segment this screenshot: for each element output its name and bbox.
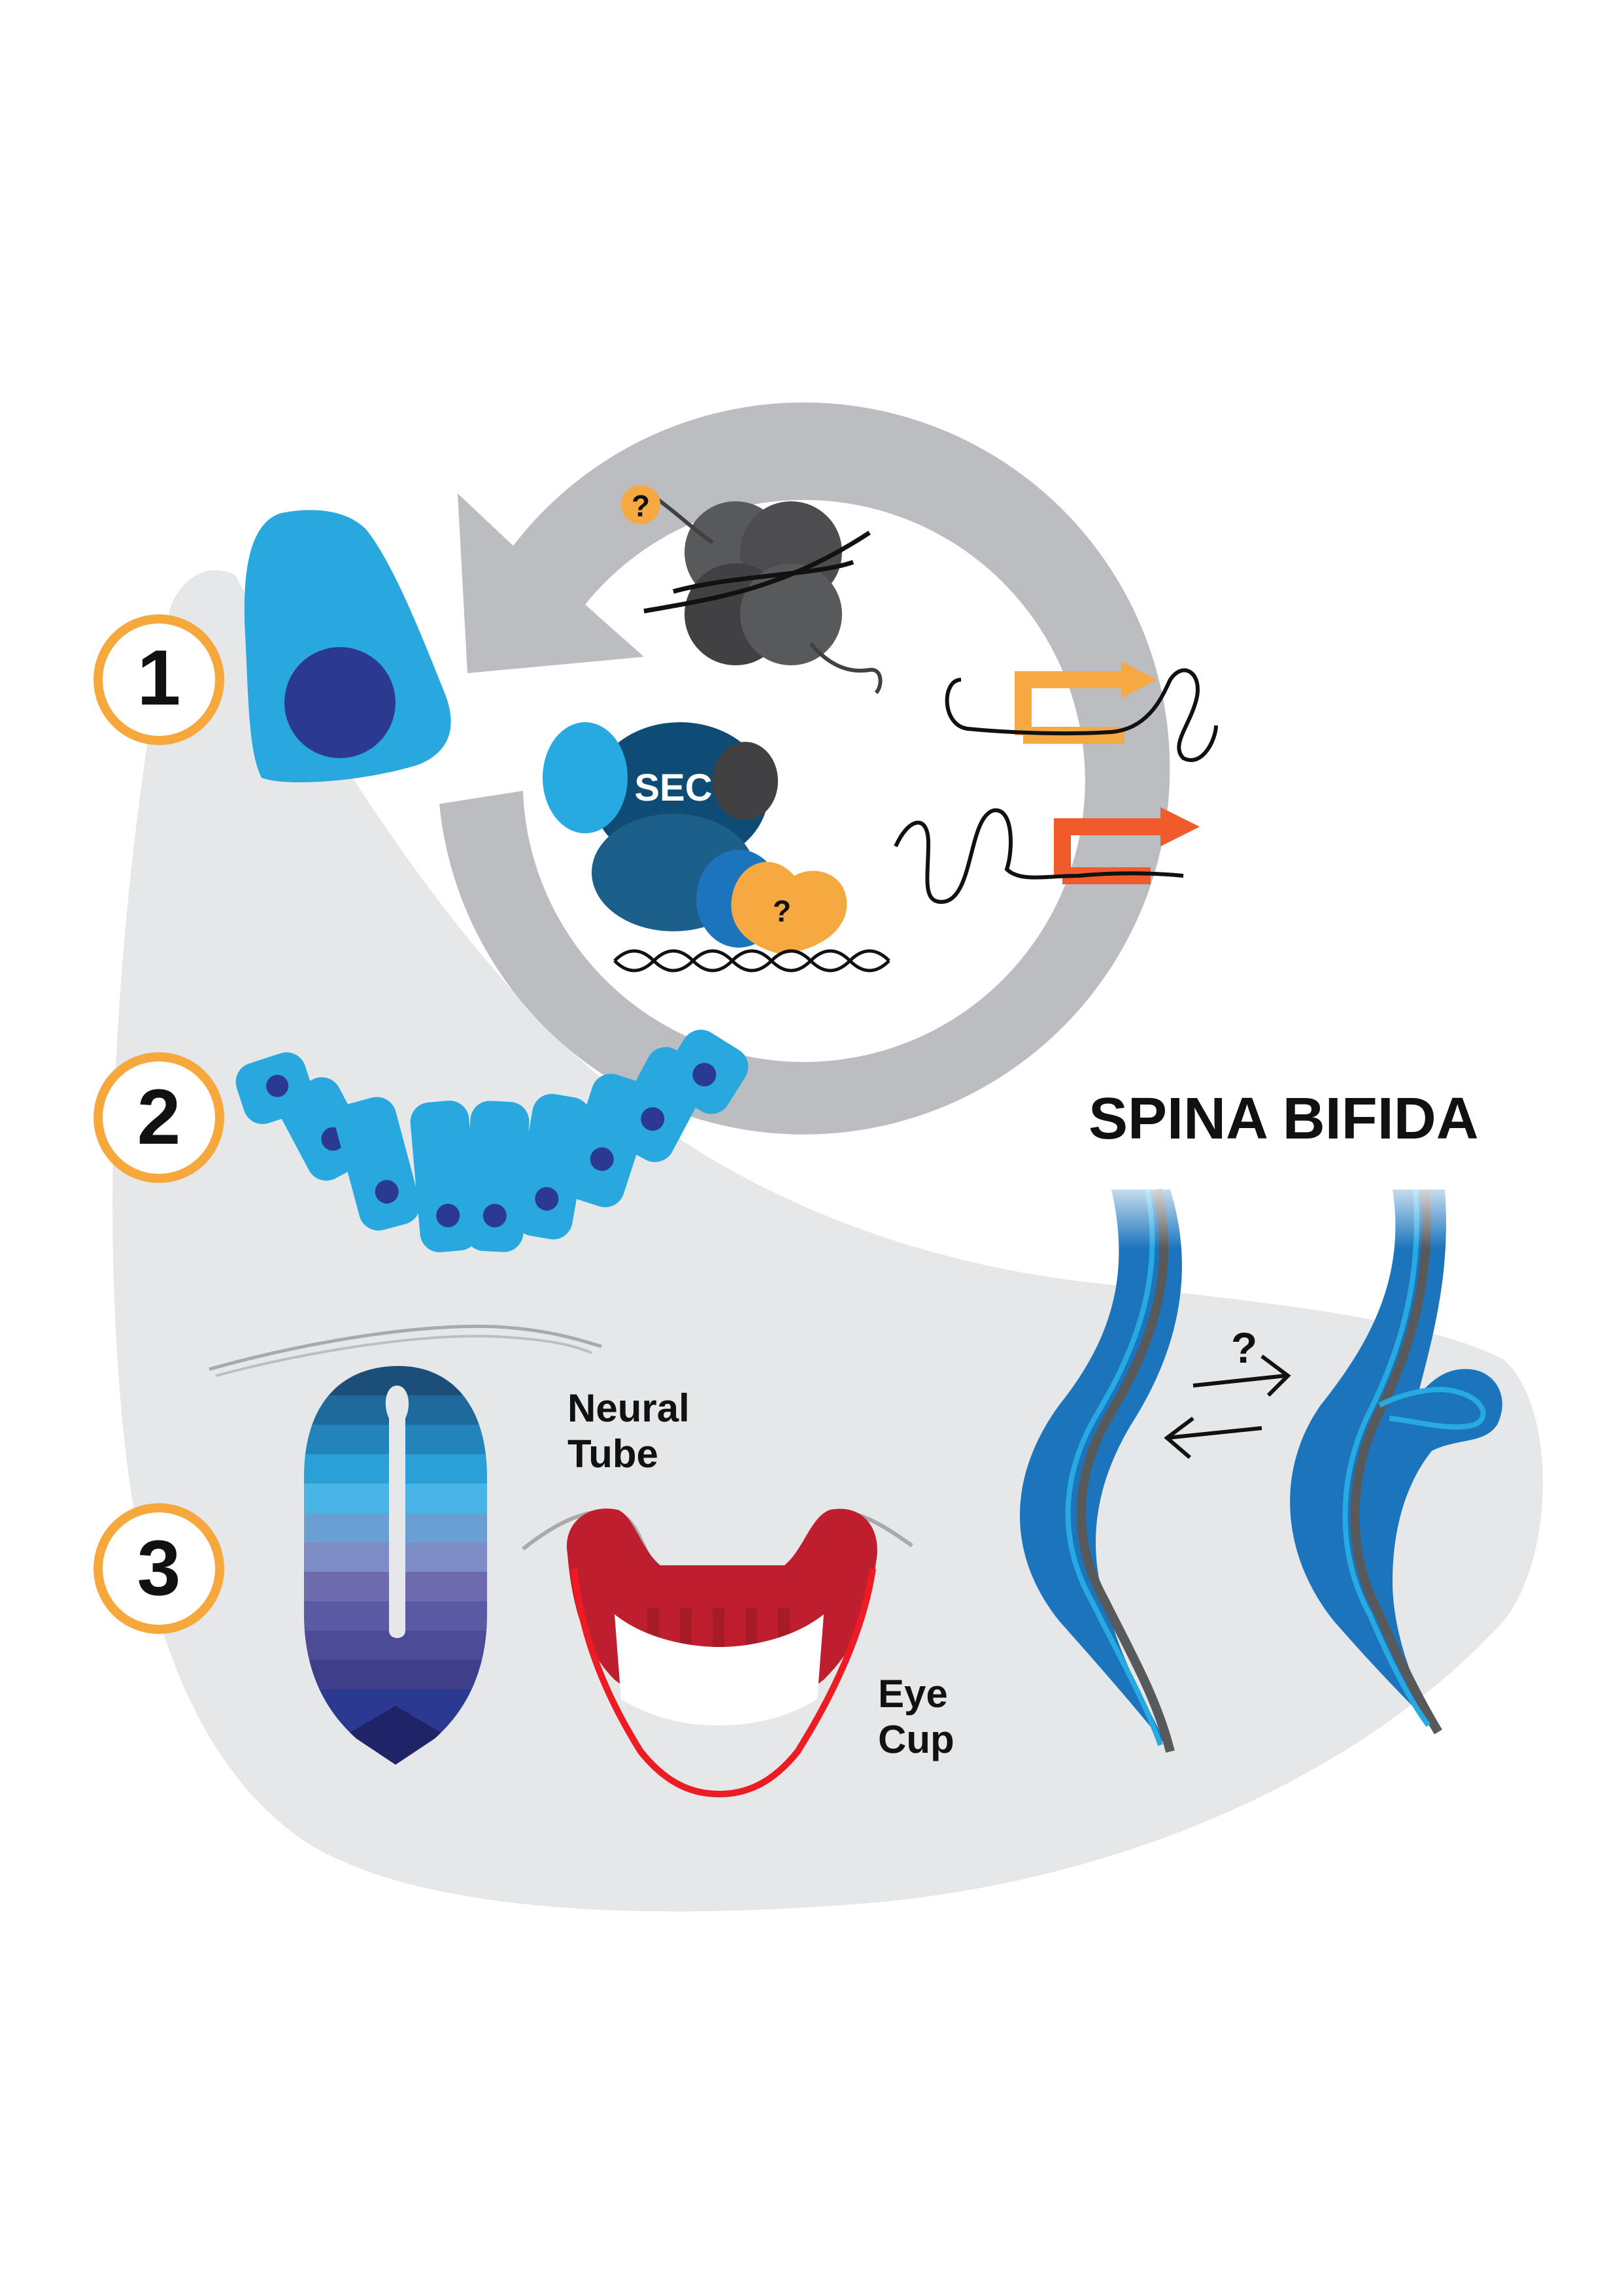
histone-tail-question-mark: ? <box>632 489 650 523</box>
eye-cup-label-line1: Eye <box>878 1672 948 1716</box>
neural-tube-label-line1: Neural <box>567 1386 690 1430</box>
histone-tail-unknown-factor <box>621 485 660 524</box>
transcript-gene-arrow-orange <box>945 661 1218 762</box>
single-cell <box>244 510 451 783</box>
step-1-number: 1 <box>137 634 181 722</box>
sec-light-subunit <box>543 722 628 833</box>
step-2-marker: 2 <box>93 1052 224 1183</box>
sec-label: SEC <box>634 767 712 809</box>
cell-nucleus <box>284 647 396 758</box>
reverse-arrow <box>1164 1416 1262 1459</box>
eye-cup-outline <box>571 1568 876 1798</box>
step-2-number: 2 <box>137 1073 181 1161</box>
neural-tube-lumen <box>385 1386 409 1639</box>
unknown-factor-heart <box>731 861 847 954</box>
forward-arrow <box>1192 1354 1291 1397</box>
nucleosome: ? <box>621 485 883 695</box>
sec-complex: SEC ? <box>543 722 890 973</box>
step-1-marker: 1 <box>93 614 224 745</box>
spina-bifida-title: SPINA BIFIDA <box>1089 1086 1479 1152</box>
neural-tube-overlying-ectoderm <box>209 1324 602 1371</box>
eye-cup-label-line2: Cup <box>878 1718 955 1761</box>
step-3-number: 3 <box>137 1524 181 1612</box>
spina-bifida-sac <box>1378 1387 1486 1430</box>
dna-double-helix <box>613 949 890 973</box>
eye-cup <box>522 1508 913 1798</box>
transcript-gene-arrow-red <box>894 807 1200 905</box>
normal-spine <box>1020 1170 1196 1753</box>
step-3-marker: 3 <box>93 1503 224 1634</box>
eye-cup-vitreous <box>615 1614 824 1725</box>
epithelium-cell-row <box>235 1029 749 1252</box>
unknown-factor-question-mark: ? <box>773 894 791 928</box>
transition-question-mark: ? <box>1231 1323 1257 1372</box>
neural-tube-label-line2: Tube <box>567 1432 658 1476</box>
spina-bifida-spine <box>1290 1170 1502 1735</box>
